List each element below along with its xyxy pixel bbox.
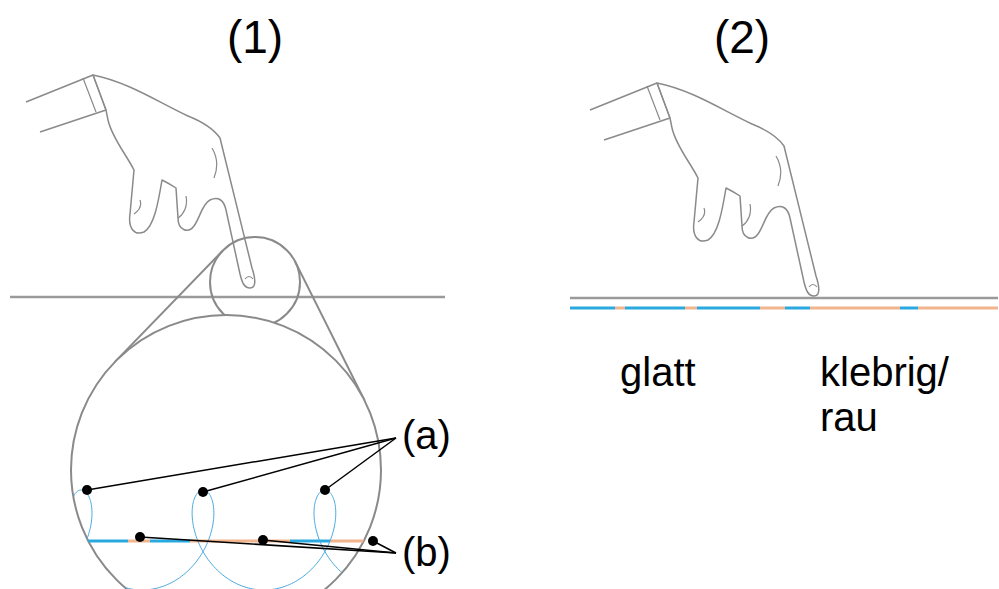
leader-lines xyxy=(87,438,396,553)
hand xyxy=(26,75,255,288)
zoom-content xyxy=(20,490,417,589)
surface-segment xyxy=(918,307,998,310)
marker-dot xyxy=(198,487,208,497)
hand xyxy=(590,83,819,296)
surface-segment xyxy=(615,307,625,310)
surface-segment xyxy=(570,307,615,310)
label: (2) xyxy=(714,12,770,64)
label: klebrig/ rau xyxy=(820,350,995,440)
hand-detail xyxy=(83,75,253,279)
sleeve xyxy=(590,83,670,140)
surface-segment xyxy=(697,307,760,310)
contact-loops xyxy=(20,490,417,589)
surface-line xyxy=(10,296,445,299)
marker-dot xyxy=(82,485,92,495)
surface-segment xyxy=(685,307,697,310)
surface-segment xyxy=(760,307,785,310)
label: glatt xyxy=(620,350,696,395)
leader-line xyxy=(203,438,396,492)
label: (a) xyxy=(402,413,451,458)
zoom-circle xyxy=(71,315,381,589)
marker-dots xyxy=(82,485,378,546)
surface-segment xyxy=(290,540,330,543)
surface-segment xyxy=(785,307,810,310)
marker-dot xyxy=(320,485,330,495)
surface-segments xyxy=(60,541,395,542)
marker-dot xyxy=(135,532,145,542)
magnifier-circle xyxy=(210,237,300,327)
surface-segment xyxy=(810,307,900,310)
hand-detail xyxy=(647,83,817,287)
surface-segments xyxy=(570,308,998,309)
surface-segment xyxy=(625,307,685,310)
marker-dot xyxy=(368,536,378,546)
surface-segment xyxy=(900,307,918,310)
surface-segment xyxy=(330,540,395,543)
sleeve xyxy=(26,75,106,132)
marker-dot xyxy=(258,535,268,545)
leader-line xyxy=(87,438,396,490)
surface-line xyxy=(570,297,998,300)
label: (1) xyxy=(227,12,283,64)
leader-line xyxy=(140,537,396,553)
hand-outline xyxy=(93,75,255,288)
surface-segment xyxy=(60,540,128,543)
hand-outline xyxy=(657,83,819,296)
leader-line xyxy=(325,438,396,490)
label: (b) xyxy=(402,530,451,575)
